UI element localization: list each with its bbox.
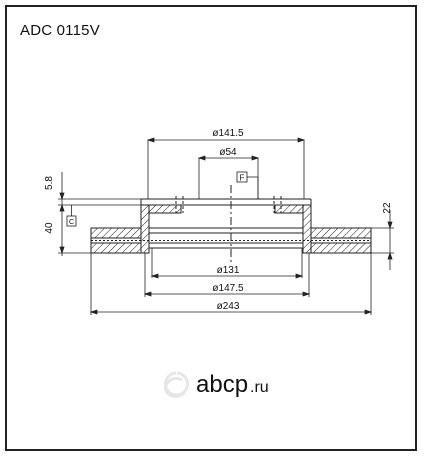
part-number-title: ADC 0115V — [20, 22, 100, 39]
dim-hat-inner-label: ø131 — [217, 265, 240, 276]
datum-f-marker — [236, 171, 259, 199]
left-upper-friction-ring — [90, 227, 142, 239]
left-hat-wall — [140, 204, 150, 254]
dim-left-heights — [58, 172, 141, 256]
datum-c-marker — [66, 205, 77, 227]
watermark-domain: .ru — [250, 379, 269, 396]
left-lower-friction-ring — [90, 242, 142, 254]
dim-hat-top-label: ø141.5 — [212, 128, 244, 139]
dim-center-bore — [197, 155, 260, 199]
right-lower-friction-ring — [310, 242, 372, 254]
abcp-logo-icon — [163, 371, 189, 399]
dim-bottom-diameters — [89, 248, 373, 315]
watermark-brand: abcp — [196, 371, 248, 398]
abcp-watermark: abcp .ru — [163, 371, 269, 399]
right-hat-top — [274, 204, 304, 214]
right-upper-friction-ring — [310, 227, 372, 239]
datum-c-label: C — [69, 219, 74, 226]
dim-disc-thickness-label: 22 — [382, 202, 393, 214]
disc-section — [90, 185, 372, 262]
dim-disc-thickness — [371, 210, 394, 270]
dim-hub-outer-label: ø147.5 — [212, 283, 244, 294]
datum-f-label: F — [240, 174, 245, 183]
dim-hat-height-label: 5.8 — [44, 176, 55, 190]
dim-total-height-label: 40 — [44, 222, 55, 234]
right-hat-wall — [302, 204, 312, 254]
dim-outer-label: ø243 — [217, 301, 240, 312]
dim-center-bore-label: ø54 — [219, 147, 237, 158]
left-hat-top — [148, 204, 182, 214]
dim-hat-top — [146, 137, 306, 199]
